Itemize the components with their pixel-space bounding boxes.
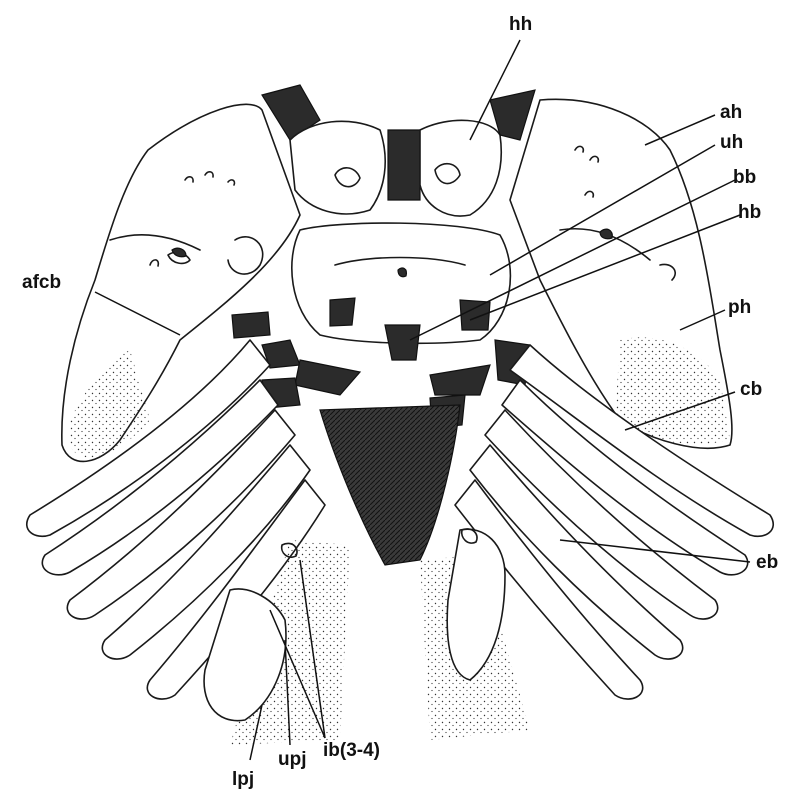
label-afcb: afcb xyxy=(22,272,61,293)
label-upj: upj xyxy=(278,749,307,770)
label-lpj: lpj xyxy=(232,769,254,790)
label-ph: ph xyxy=(728,297,751,318)
label-bb: bb xyxy=(733,167,756,188)
leader-ah xyxy=(645,115,715,145)
label-ib: ib(3-4) xyxy=(323,740,380,761)
label-eb: eb xyxy=(756,552,778,573)
label-uh: uh xyxy=(720,132,743,153)
label-cb: cb xyxy=(740,379,762,400)
label-ah: ah xyxy=(720,102,742,123)
basibranchial-copula xyxy=(320,405,460,565)
label-hh: hh xyxy=(509,14,532,35)
label-hb: hb xyxy=(738,202,761,223)
hypohyals xyxy=(262,85,535,216)
